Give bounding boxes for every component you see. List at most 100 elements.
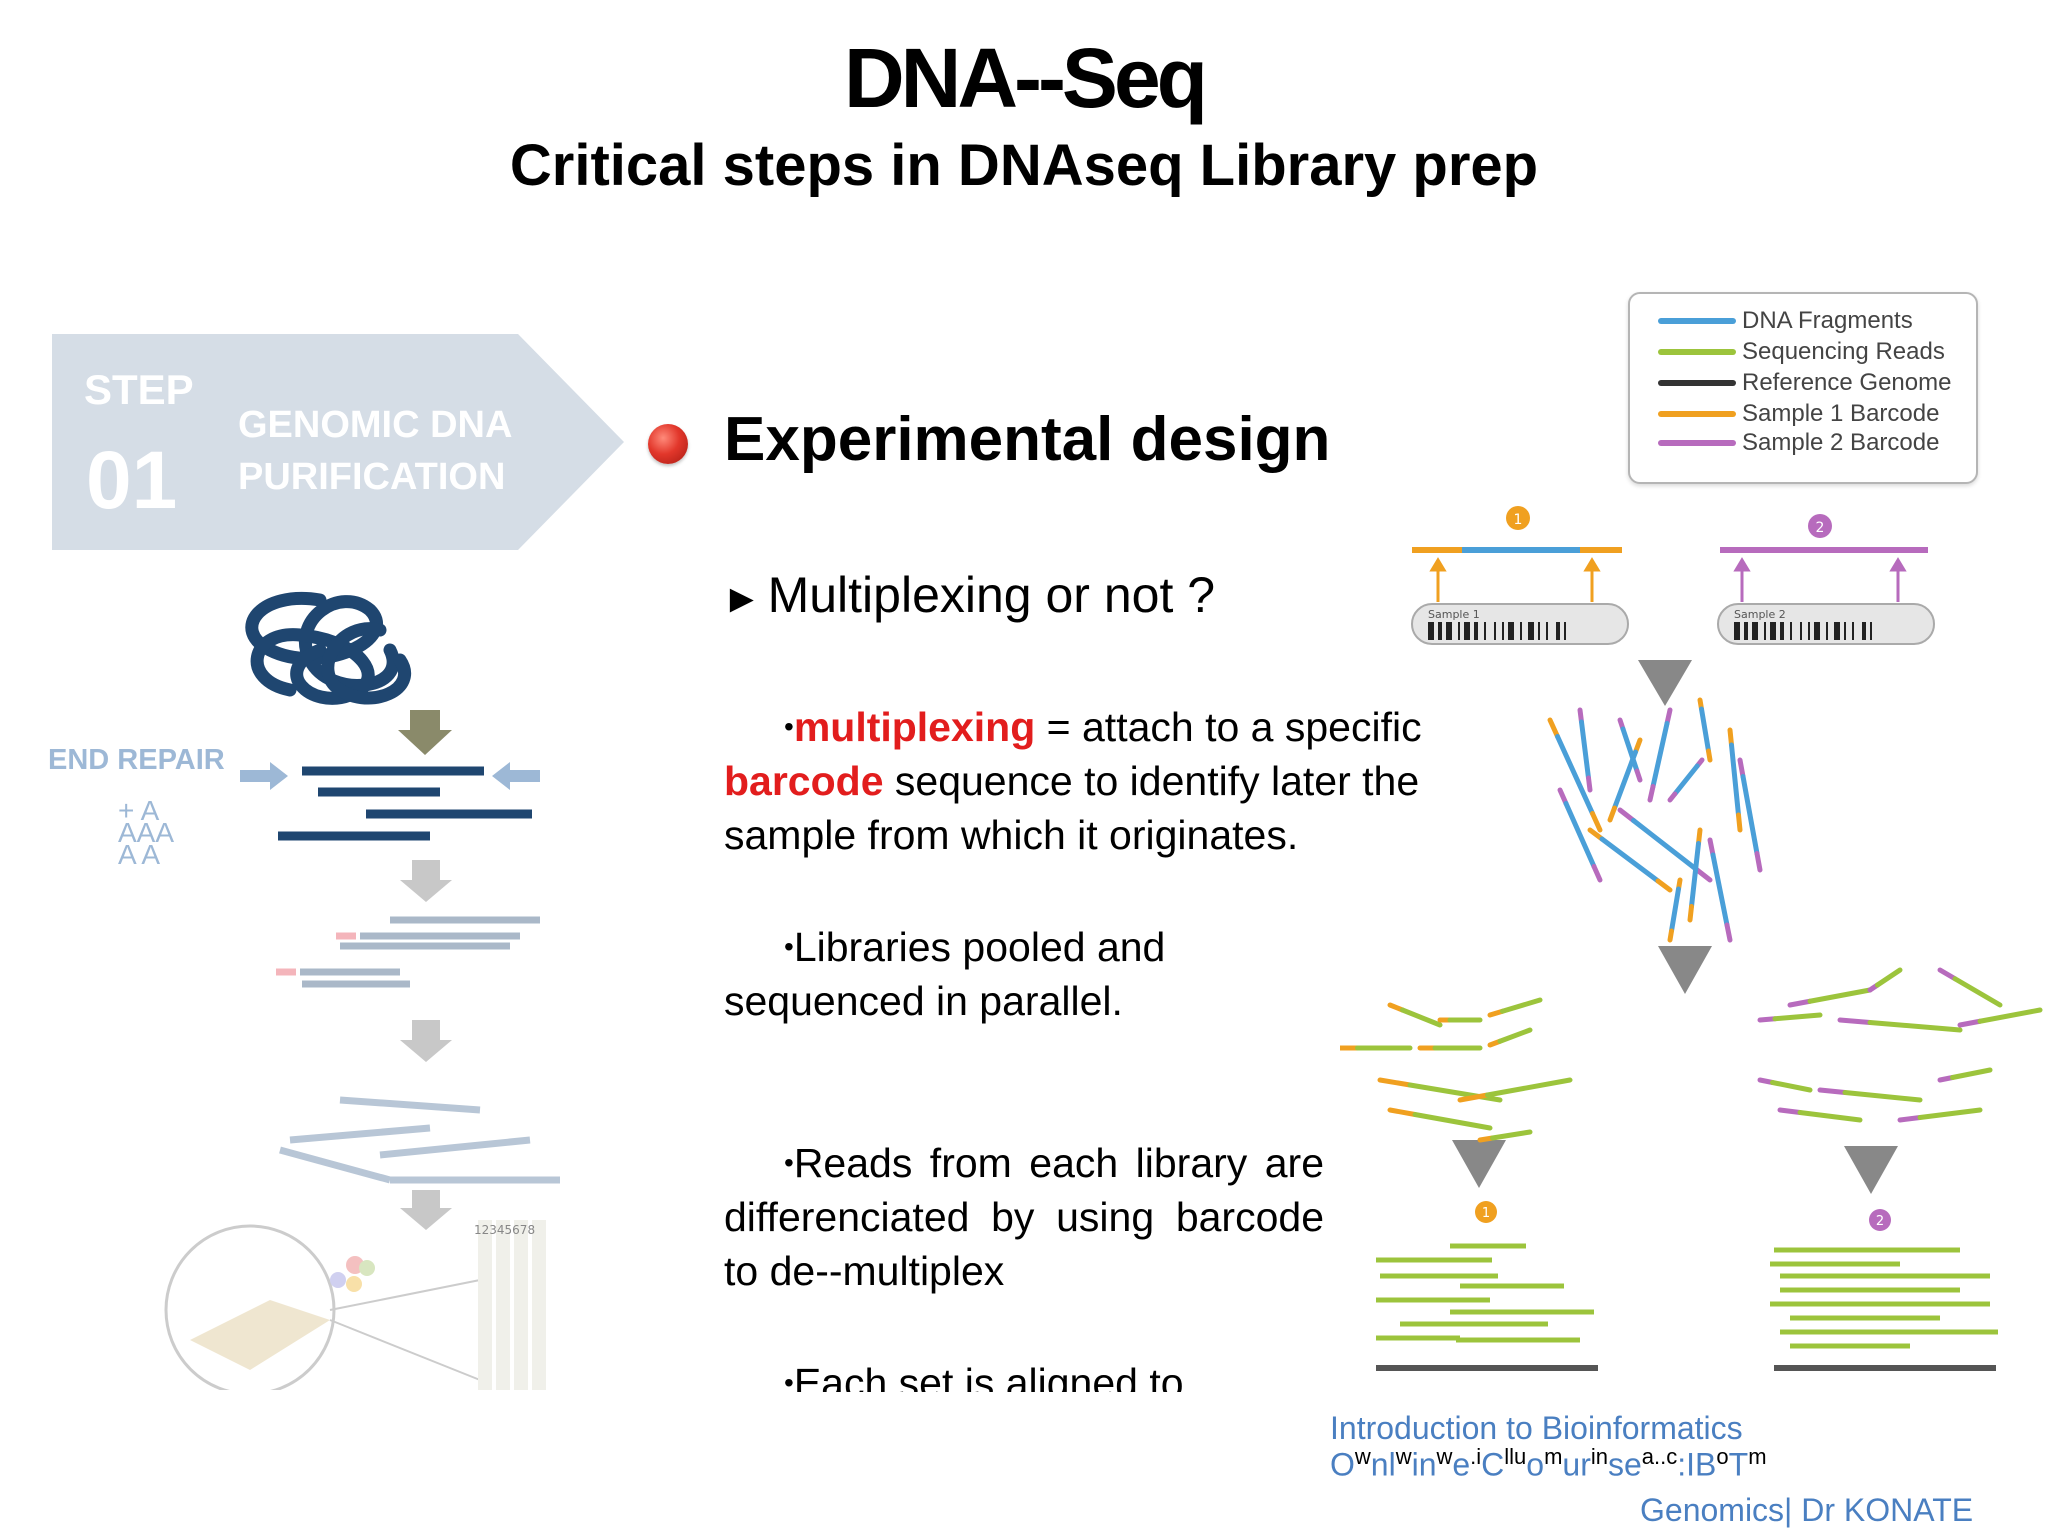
sample2-reads	[1757, 967, 2043, 1123]
bullet-dot: •	[784, 711, 794, 742]
pooled-fragment-segment	[1579, 719, 1591, 781]
pooled-fragment-segment	[1736, 812, 1743, 833]
paragraph-multiplexing: •multiplexing = attach to a specific bar…	[724, 700, 1444, 862]
legend-label: DNA Fragments	[1742, 307, 1913, 334]
sample1-reads	[1340, 997, 1573, 1143]
pooled-fragment-segment	[1667, 791, 1678, 803]
step-word: STEP	[84, 366, 194, 413]
arrow-down-4	[400, 1190, 452, 1230]
pooled-fragment-segment	[1590, 811, 1603, 833]
pooled-fragment-segment	[1647, 784, 1656, 803]
barcode-stripe	[1780, 622, 1784, 640]
p2-text: Libraries pooled and sequenced in parall…	[724, 924, 1166, 1024]
sequencing-read-segment	[1842, 1090, 1923, 1103]
term-barcode: barcode	[724, 758, 884, 804]
sequencing-read-segment	[1485, 1077, 1573, 1098]
barcode-stripe	[1826, 622, 1828, 640]
legend-item: Reference Genome	[1658, 368, 1951, 398]
pooled-fragment-segment	[1710, 852, 1730, 928]
paragraph-demultiplex: •Reads from each library are differencia…	[724, 1136, 1324, 1298]
demux-badge-1	[1475, 1201, 1497, 1223]
barcode-stripe	[1474, 622, 1478, 640]
step-number: 01	[86, 435, 178, 526]
footer-garbled-sup: a..c	[1641, 1444, 1678, 1469]
barcode-stripe	[1556, 622, 1560, 640]
pooled-fragment-segment	[1754, 851, 1763, 873]
sequencing-read-segment	[1867, 1020, 1963, 1033]
pooled-fragment-segment	[1586, 775, 1593, 793]
pooled-fragment-segment	[1607, 805, 1617, 823]
footer-garbled-base: ur	[1562, 1446, 1591, 1483]
barcode-stripe	[1870, 622, 1872, 640]
footer-garbled-base: in	[1411, 1446, 1437, 1483]
barcode-stripe	[1494, 622, 1496, 640]
sample1-aligned-reads	[1376, 1243, 1594, 1343]
pooled-fragment-segment	[1707, 837, 1716, 858]
paragraph-pooled: •Libraries pooled and sequenced in paral…	[724, 920, 1244, 1028]
barcode-stripe	[1752, 622, 1758, 640]
footer-garbled-sup: in	[1590, 1444, 1608, 1469]
pooled-fragment-segment	[1634, 768, 1643, 783]
sub-point-text: Multiplexing or not ?	[767, 567, 1216, 623]
footer-garbled-sup: w	[1354, 1444, 1371, 1469]
bullet-dot: •	[784, 931, 794, 962]
barcode-stripe	[1852, 622, 1854, 640]
section-heading: Experimental design	[724, 405, 1331, 474]
sequencing-read-segment	[1817, 1087, 1848, 1095]
footer-garbled-sup: m	[1748, 1444, 1767, 1469]
pooled-fragment-segment	[1555, 734, 1595, 816]
sample2-up-arrows	[1733, 557, 1907, 602]
end-repair-label: END REPAIR	[48, 744, 225, 776]
pooled-fragment-segment	[1687, 904, 1694, 923]
footer-author: Genomics| Dr KONATE	[1640, 1492, 1974, 1528]
barcode-stripe	[1484, 622, 1486, 640]
barcode-stripe	[1808, 622, 1810, 640]
footer-garbled-sup: o	[1716, 1444, 1729, 1469]
sequencing-lanes	[478, 1220, 546, 1390]
footer-garbled-base: e	[1452, 1446, 1471, 1483]
pooled-fragment-segment	[1672, 763, 1700, 797]
pool-triangle	[1638, 660, 1692, 706]
genomic-dna-tangle	[245, 592, 412, 705]
pooled-fragment-segment	[1631, 818, 1699, 872]
barcode-stripe	[1800, 622, 1802, 640]
sample1-label: Sample 1	[1428, 608, 1480, 621]
sample2-badge	[1808, 514, 1832, 538]
barcode-stripe	[1834, 622, 1840, 640]
sequencing-read-segment	[1797, 1110, 1863, 1123]
sequencing-read-segment	[1977, 1007, 2043, 1024]
legend-item: Sequencing Reads	[1658, 337, 1945, 367]
pooled-fragment-segment	[1729, 742, 1741, 818]
pooled-fragment-segment	[1737, 757, 1746, 779]
barcode-stripe	[1814, 622, 1820, 640]
barcode-stripe	[1528, 622, 1534, 640]
paragraph-alignment: •Each set is aligned to	[724, 1356, 1324, 1392]
sequencing-read-segment	[1772, 1012, 1823, 1022]
pooled-fragment-segment	[1547, 717, 1560, 739]
arrow-down-2	[400, 860, 452, 902]
pooled-fragment-segment	[1599, 836, 1661, 884]
red-bullet-icon	[648, 424, 688, 464]
sequencing-read-segment	[1957, 1018, 1983, 1028]
barcode-stripe	[1862, 622, 1866, 640]
sequencing-read-segment	[1377, 1077, 1413, 1088]
footer-garbled-base: nl	[1370, 1446, 1396, 1483]
barcode-stripe	[1790, 622, 1792, 640]
legend-swatch	[1658, 318, 1736, 324]
pooled-fragment-segment	[1655, 878, 1673, 893]
sequencing-read-segment	[1837, 1017, 1873, 1025]
pooled-fragment-segment	[1706, 748, 1713, 763]
pooled-fragment-segment	[1669, 886, 1681, 934]
footer-garbled-base: T	[1728, 1446, 1749, 1483]
sequencing-read-segment	[1400, 1007, 1443, 1028]
sequencing-read-segment	[1387, 1107, 1418, 1117]
sequencing-read-segment	[1490, 1129, 1533, 1141]
legend-item: Sample 1 Barcode	[1658, 399, 1939, 429]
arrow-down-3	[400, 1020, 452, 1062]
lane-number-label: 12345678	[474, 1223, 535, 1237]
sequencing-read-segment	[1412, 1112, 1493, 1131]
barcode-stripe	[1844, 622, 1846, 640]
step-banner: STEP 01 GENOMIC DNA PURIFICATION	[52, 334, 624, 550]
barcode-stripe	[1546, 622, 1548, 640]
amplified-fragments	[279, 1096, 560, 1184]
